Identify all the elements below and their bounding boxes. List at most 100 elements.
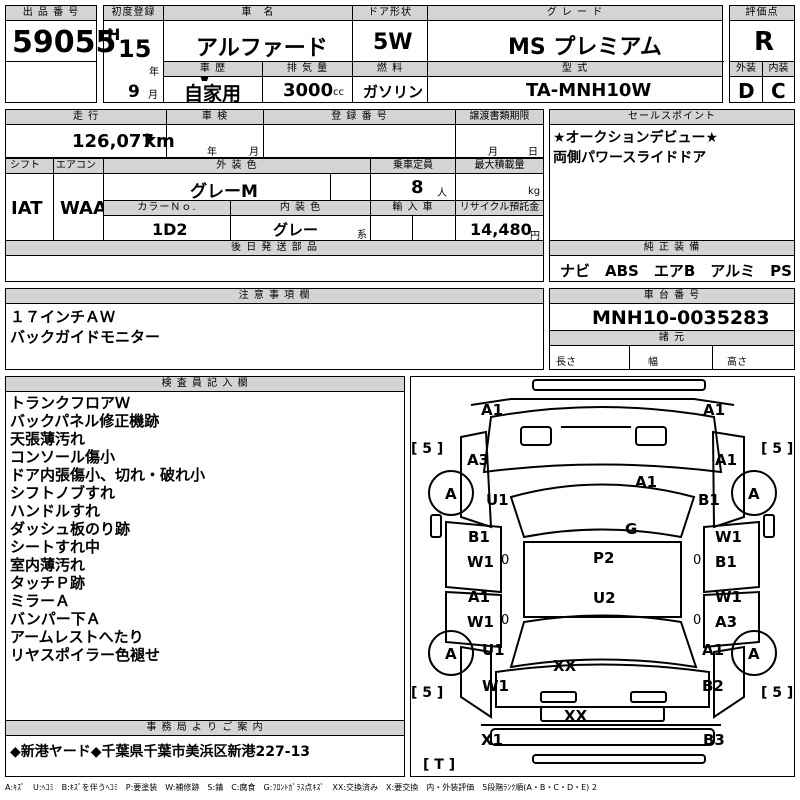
- damage-diagram: A1 A1 [ 5 ] [ 5 ] A3 A1 A A U1 A1 B1 G B…: [410, 376, 795, 777]
- office-header: 事 務 局 よ り ご 案 内: [5, 720, 405, 736]
- transfer-header: 譲渡書類期限: [455, 109, 544, 125]
- inspector-note: バンパー下Ａ: [10, 610, 101, 628]
- diag-o3: 0: [501, 613, 510, 628]
- grade-header: グ レ ー ド: [427, 5, 723, 21]
- grade-cell: MS プレミアム: [427, 20, 723, 62]
- diag-top-left: A1: [481, 401, 504, 419]
- diag-a1-right: A1: [715, 451, 738, 469]
- spec-height-cell: 高さ: [712, 345, 795, 370]
- diag-top-right: A1: [703, 401, 726, 419]
- diag-o1: 0: [501, 553, 510, 568]
- inspection-month-unit: 月: [249, 147, 259, 158]
- diag-a3-left: A3: [467, 451, 490, 469]
- import-cell-b: [412, 215, 456, 241]
- max-load-cell: kg: [455, 173, 544, 201]
- transfer-cell: 月 日: [455, 124, 544, 158]
- diag-o4: 0: [693, 613, 702, 628]
- diag-bumper-right: B3: [703, 731, 725, 749]
- displacement-header: 排 気 量: [262, 61, 353, 77]
- diag-left-w1b: W1: [467, 613, 494, 631]
- chassis-number: MNH10-0035283: [592, 307, 770, 329]
- interior-grade-cell: C: [762, 76, 795, 103]
- inspector-note: ドア内張傷小、切れ・破れ小: [10, 466, 206, 484]
- office-note: ◆新港ヤード◆千葉県千葉市美浜区新港227-13: [10, 744, 311, 760]
- inspector-note: ハンドルすれ: [10, 502, 101, 520]
- ext-color-header: 外 装 色: [103, 158, 371, 174]
- sales-point-cell: ★オークションデビュー★ 両側パワースライドドア: [549, 124, 795, 241]
- color-no-cell: 1D2: [103, 215, 231, 241]
- fuel-header: 燃 料: [352, 61, 428, 77]
- diag-right-w1: W1: [715, 528, 742, 546]
- sales-point-header: セールスポイント: [549, 109, 795, 125]
- sales-point-1: ★オークションデビュー★: [553, 130, 719, 146]
- int-color-cell: グレー 系: [230, 215, 371, 241]
- inspector-note: ダッシュ板のり跡: [10, 520, 131, 538]
- history-cell: 自家用: [163, 76, 263, 105]
- inspection-cell: 年 月: [166, 124, 264, 158]
- spec-height: 高さ: [727, 357, 747, 368]
- inspector-header: 検 査 員 記 入 欄: [5, 376, 405, 392]
- shift-header: シフト: [5, 158, 54, 174]
- interior-header: 内装: [762, 61, 795, 77]
- car-name-cell: アルファード V: [163, 20, 353, 87]
- diag-left-b1: B1: [468, 528, 490, 546]
- door-cell: 5W: [352, 20, 428, 62]
- score-cell: R: [729, 20, 795, 62]
- reg-month: 9: [128, 82, 140, 102]
- fuel: ガソリン: [363, 83, 424, 101]
- exterior-grade: D: [738, 79, 755, 103]
- aircon-header: エアコン: [53, 158, 104, 174]
- diag-bracket-br: [ 5 ]: [761, 685, 794, 701]
- diag-bumper-left: X1: [481, 731, 504, 749]
- recycle: 14,480: [470, 220, 532, 239]
- int-color-unit: 系: [357, 230, 367, 241]
- diag-right-b1: B1: [715, 553, 737, 571]
- office-cell: ◆新港ヤード◆千葉県千葉市美浜区新港227-13: [5, 735, 405, 777]
- later-parts-cell: [5, 255, 544, 282]
- diag-tire-rr: A: [748, 645, 760, 663]
- sales-point-2: 両側パワースライドドア: [553, 150, 707, 166]
- inspector-note: 室内薄汚れ: [10, 556, 86, 574]
- lot-no-cell: 59055: [5, 20, 116, 62]
- model-cell: TA-MNH10W: [427, 76, 723, 103]
- genuine-equipment: ナビ ABS エアB アルミ PS PW: [560, 262, 792, 280]
- diag-tire-fr: A: [748, 485, 760, 503]
- era-letter: H: [107, 25, 121, 44]
- displacement: 3000: [283, 80, 334, 101]
- legend: A:ｷｽﾞ U:ﾍｺﾐ B:ｷｽﾞを伴うﾍｺﾐ P:要塗装 W:補修跡 S:錆 …: [5, 783, 597, 792]
- inspector-note: 天張薄汚れ: [10, 430, 86, 448]
- load-unit: kg: [528, 186, 541, 197]
- exterior-header: 外装: [729, 61, 763, 77]
- spec-width-cell: 幅: [629, 345, 713, 370]
- caution-cell: １７インチＡＷ バックガイドモニター: [5, 303, 544, 370]
- genuine-header: 純 正 装 備: [549, 240, 795, 256]
- ext-color-blank: [330, 173, 371, 201]
- recycle-header: リサイクル預託金: [455, 200, 544, 216]
- year-unit: 年: [149, 67, 159, 78]
- inspector-note: コンソール傷小: [10, 448, 116, 466]
- spec-width: 幅: [648, 357, 658, 368]
- diag-left-a1: A1: [468, 588, 491, 606]
- mileage-unit: km: [144, 131, 175, 152]
- max-load-header: 最大積載量: [455, 158, 544, 174]
- caution-header: 注 意 事 項 欄: [5, 288, 544, 304]
- diag-o2: 0: [693, 553, 702, 568]
- history: 自家用: [184, 83, 242, 105]
- capacity-header: 乗車定員: [370, 158, 456, 174]
- inspection-header: 車 検: [166, 109, 264, 125]
- ext-color: グレーM: [190, 182, 258, 202]
- transfer-month-unit: 月: [488, 147, 498, 158]
- genuine-cell: ナビ ABS エアB アルミ PS PW: [549, 255, 795, 282]
- first-reg-cell: H 15 年 9 月: [103, 20, 164, 103]
- mileage-header: 走 行: [5, 109, 167, 125]
- diag-left-w1c: W1: [482, 677, 509, 695]
- inspector-note: タッチＰ跡: [10, 574, 86, 592]
- score-header: 評価点: [729, 5, 795, 21]
- diag-left-u1: U1: [482, 641, 505, 659]
- score: R: [754, 27, 775, 57]
- car-outline: [428, 379, 777, 764]
- first-reg-header: 初度登録: [103, 5, 164, 21]
- grade: MS プレミアム: [508, 35, 662, 60]
- month-unit: 月: [148, 90, 158, 101]
- diag-rear-roof: U2: [593, 589, 616, 607]
